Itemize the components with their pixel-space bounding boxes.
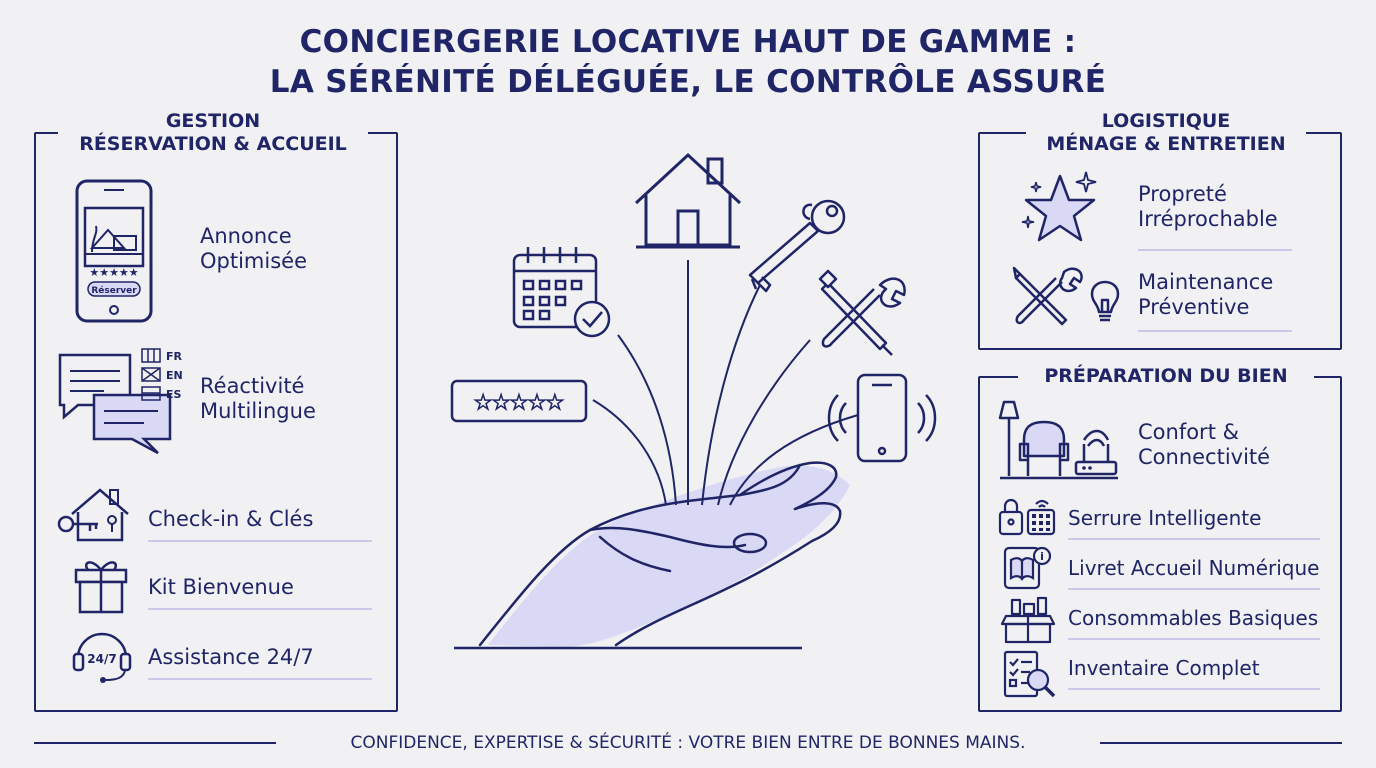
wrench-screwdriver-icon (818, 269, 906, 356)
hand-shadow (488, 465, 850, 647)
phone-vibrating-icon (827, 373, 937, 463)
sparkle-star-icon (1021, 171, 1097, 242)
left-item-2-line-1: Réactivité (200, 374, 305, 398)
page-title: CONCIERGERIE LOCATIVE HAUT DE GAMME : LA… (0, 22, 1376, 102)
smartphone-listing-icon: ★★★★★ Réserver (75, 179, 153, 323)
chat-bubbles-icon: FR EN ES (58, 348, 183, 455)
right-top-title-line-2: MÉNAGE & ENTRETIEN (1046, 133, 1286, 155)
tablet-book-icon: i (1003, 546, 1052, 590)
title-line-1: CONCIERGERIE LOCATIVE HAUT DE GAMME : (299, 24, 1077, 60)
right-bottom-item-4-underline (1068, 638, 1320, 640)
right-top-item-1-underline (1138, 249, 1292, 251)
right-bottom-item-1-text: Confort & Connectivité (1138, 420, 1270, 470)
left-item-4-underline (148, 608, 372, 610)
left-item-1-line-2: Optimisée (200, 249, 307, 273)
left-item-5-text: Assistance 24/7 (148, 645, 314, 669)
lamp-chair-router-icon (998, 400, 1118, 480)
right-top-item-1-line-1: Propreté (1138, 182, 1227, 206)
right-bottom-item-5-underline (1068, 688, 1320, 690)
left-panel-title-line-1: GESTION (165, 110, 261, 132)
svg-text:i: i (1040, 550, 1044, 563)
left-item-5-underline (148, 678, 372, 680)
house-icon (634, 152, 742, 249)
lang-es: ES (166, 388, 182, 401)
right-top-item-2-text: Maintenance Préventive (1138, 270, 1273, 320)
lang-en: EN (166, 369, 183, 382)
lang-fr: FR (166, 350, 183, 363)
phone-reserve-label: Réserver (91, 285, 137, 296)
open-hand-icon (478, 461, 842, 647)
left-item-2-line-2: Multilingue (200, 399, 316, 423)
right-top-item-1-text: Propreté Irréprochable (1138, 182, 1278, 232)
supplies-box-icon (1000, 596, 1056, 644)
svg-text:★★★★★: ★★★★★ (89, 266, 138, 279)
center-illustration: ★★★★★ (450, 152, 937, 650)
left-item-2-text: Réactivité Multilingue (200, 374, 316, 424)
house-key-icon (57, 488, 129, 542)
right-bottom-item-4-text: Consommables Basiques (1068, 606, 1319, 630)
left-item-1-text: Annonce Optimisée (200, 224, 307, 274)
title-line-2: LA SÉRÉNITÉ DÉLÉGUÉE, LE CONTRÔLE ASSURÉ (269, 64, 1107, 100)
headset-icon: 24/7 (72, 632, 132, 683)
right-top-item-2-underline (1138, 330, 1292, 332)
gift-icon (74, 561, 128, 614)
left-item-3-underline (148, 540, 372, 542)
key-icon (748, 199, 846, 293)
right-top-item-1-line-2: Irréprochable (1138, 207, 1278, 231)
right-bottom-item-1-line-2: Connectivité (1138, 445, 1271, 469)
checklist-magnifier-icon (1003, 650, 1056, 698)
footer-line-left (34, 742, 276, 744)
right-bottom-panel-title: PRÉPARATION DU BIEN (1018, 365, 1314, 388)
right-top-title-line-1: LOGISTIQUE (1101, 110, 1231, 132)
calendar-check-icon (512, 247, 611, 338)
right-top-item-2-line-2: Préventive (1138, 295, 1250, 319)
right-bottom-item-2-text: Serrure Intelligente (1068, 506, 1262, 530)
left-panel-title: GESTION RÉSERVATION & ACCUEIL (58, 110, 368, 156)
footer-line-right (1100, 742, 1342, 744)
left-item-1-line-1: Annonce (200, 224, 292, 248)
right-bottom-item-5-text: Inventaire Complet (1068, 656, 1260, 680)
right-bottom-item-3-underline (1068, 588, 1320, 590)
tools-bulb-icon (1012, 266, 1120, 326)
right-bottom-item-1-line-1: Confort & (1138, 420, 1239, 444)
svg-text:★★★★★: ★★★★★ (474, 390, 564, 414)
star-rating-card-icon: ★★★★★ (450, 379, 588, 423)
left-item-4-text: Kit Bienvenue (148, 575, 294, 599)
right-top-item-2-line-1: Maintenance (1138, 270, 1274, 294)
right-bottom-item-3-text: Livret Accueil Numérique (1068, 556, 1320, 580)
footer-tagline: CONFIDENCE, EXPERTISE & SÉCURITÉ : VOTRE… (350, 733, 1026, 753)
smart-lock-icon (998, 498, 1056, 536)
left-item-3-text: Check-in & Clés (148, 507, 314, 531)
headset-label: 24/7 (87, 652, 116, 666)
left-panel-title-line-2: RÉSERVATION & ACCUEIL (79, 133, 347, 155)
right-top-panel-title: LOGISTIQUE MÉNAGE & ENTRETIEN (1026, 110, 1306, 156)
right-bottom-item-2-underline (1068, 538, 1320, 540)
